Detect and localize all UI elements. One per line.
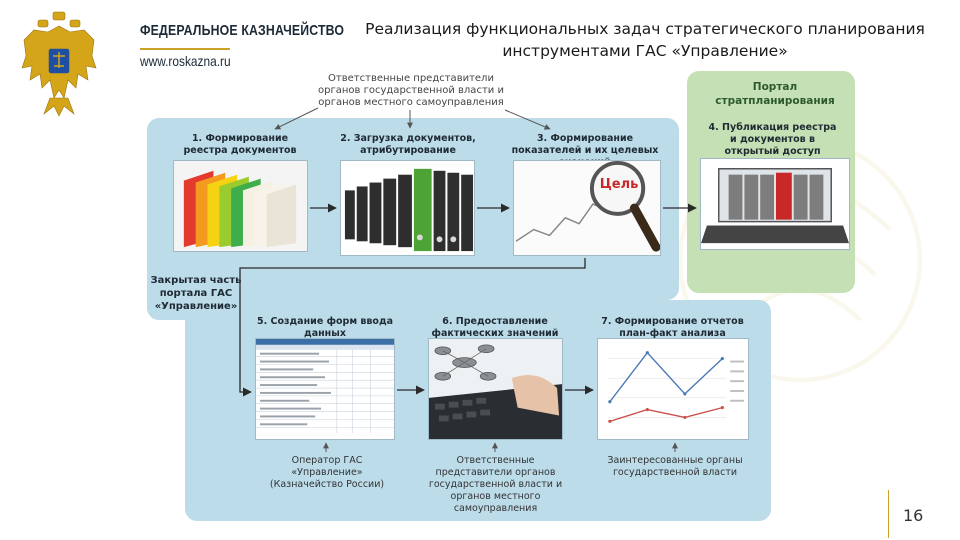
goal-badge: Цель [599,177,639,192]
closed-portal-label: Закрытая часть портала ГАС «Управление» [150,275,242,312]
step-1-folders-image [173,160,308,252]
step-6-keyboard-image [428,338,563,440]
treasury-emblem-icon [21,11,97,117]
actor-representatives-label: Ответственные представители органов госу… [428,455,563,514]
page-number: 16 [888,490,950,538]
org-name: ФЕДЕРАЛЬНОЕ КАЗНАЧЕЙСТВО [140,22,345,39]
title-line-2: инструментами ГАС «Управление» [502,42,788,60]
step-2-binders-image [340,160,475,256]
portal-title: Портал стратпланирования [715,81,835,107]
step-4-laptop-image [700,158,850,250]
actor-operator-label: Оператор ГАС «Управление» (Казначейство … [269,455,385,490]
step-7-label: 7. Формирование отчетов план-факт анализ… [601,316,744,339]
org-website-link[interactable]: www.roskazna.ru [140,53,231,69]
step-6-label: 6. Предоставление фактических значений [431,316,559,339]
actor-interested-label: Заинтересованные органы государственной … [607,455,743,478]
step-4-label: 4. Публикация реестра и документов в отк… [708,122,837,157]
step-1-label: 1. Формирование реестра документов [183,133,297,156]
step-2-label: 2. Загрузка документов, атрибутирование [340,133,476,156]
org-divider [140,48,230,50]
title-line-1: Реализация функциональных задач стратеги… [365,20,925,38]
step-7-chart-image [597,338,749,440]
top-actors-callout: Ответственные представители органов госу… [318,73,504,108]
step-5-form-image [255,338,395,440]
slide-title: Реализация функциональных задач стратеги… [330,18,960,62]
step-5-label: 5. Создание форм ввода данных [256,316,394,339]
step-3-target-image [513,160,661,256]
